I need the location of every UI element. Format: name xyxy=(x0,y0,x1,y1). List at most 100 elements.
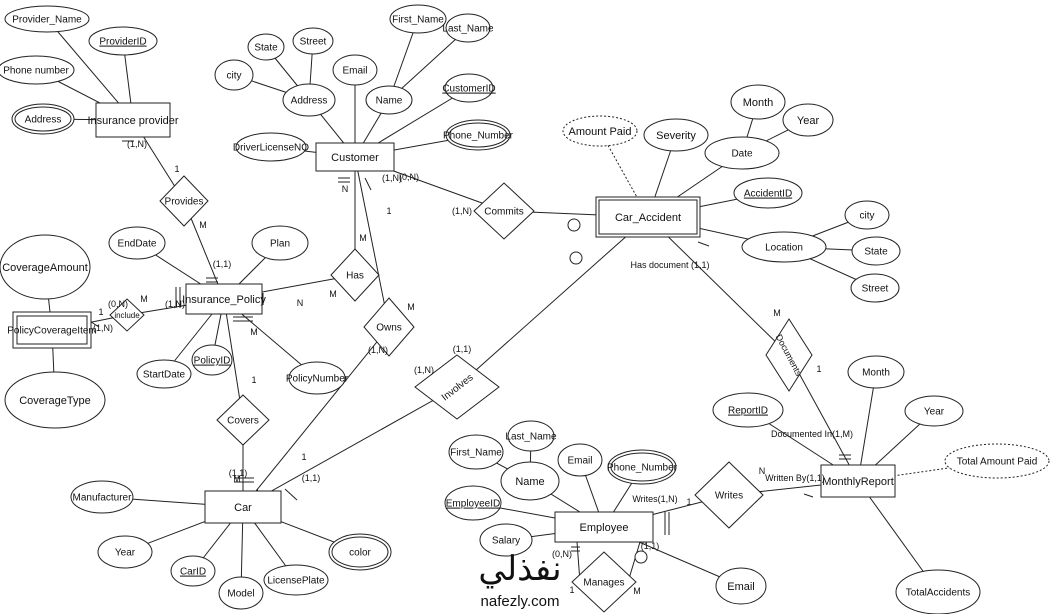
attribute-provider-name: Provider_Name xyxy=(4,5,90,33)
entity-policy-coverage-item-label: PolicyCoverageItem xyxy=(7,326,96,337)
connector-line xyxy=(647,216,790,356)
attribute-state-loc: State xyxy=(851,236,901,266)
cardinality-label: M xyxy=(329,289,337,299)
attribute-phone-number-emp: Phone_Number xyxy=(607,449,678,485)
attribute-month-rep: Month xyxy=(847,355,905,389)
attribute-driver-license: DriverLicenseNO xyxy=(233,132,309,162)
entity-policy-coverage-item: PolicyCoverageItem xyxy=(7,311,97,349)
attribute-model-label: Model xyxy=(227,589,254,600)
attribute-license-plate-label: LicensePlate xyxy=(267,576,325,587)
entity-insurance-policy-label: Insurance_Policy xyxy=(182,294,266,306)
attribute-city-cust-label: city xyxy=(227,71,242,82)
crow-foot-tick xyxy=(284,488,298,501)
attribute-end-date-label: EndDate xyxy=(118,239,157,250)
relationship-commits-label: Commits xyxy=(484,207,523,218)
relationship-has: Has xyxy=(330,248,380,302)
attribute-customer-id: CustomerID xyxy=(442,73,496,103)
cardinality-label: 1 xyxy=(251,375,256,385)
attribute-coverage-type-label: CoverageType xyxy=(19,395,91,407)
cardinality-labels: (1,N)1M(1,1)(1,N)(0,N)1M(1,N)N(1,N)MNM(1… xyxy=(93,139,853,596)
attribute-email-cust-label: Email xyxy=(342,66,367,77)
attribute-last-name-label: Last_Name xyxy=(442,24,494,35)
attribute-customer-id-label: CustomerID xyxy=(442,84,495,95)
attribute-name-cust-label: Name xyxy=(376,96,403,107)
attribute-provider-id: ProviderID xyxy=(88,26,158,56)
attribute-employee-id-label: EmployeeID xyxy=(446,499,500,510)
cardinality-label: 1 xyxy=(569,585,574,595)
attribute-amount-paid: Amount Paid xyxy=(562,115,638,147)
cardinality-label: M xyxy=(359,233,367,243)
attribute-license-plate: LicensePlate xyxy=(263,564,329,596)
attribute-address-prov-label: Address xyxy=(25,115,62,126)
entity-monthly-report: MonthlyReport xyxy=(820,464,896,498)
attribute-phone-number-cust: Phone_Number xyxy=(443,119,514,151)
attribute-year-acc: Year xyxy=(782,103,834,137)
cardinality-label: 1 xyxy=(174,164,179,174)
cardinality-label: 1 xyxy=(301,452,306,462)
entity-car-label: Car xyxy=(234,502,252,514)
attribute-city-cust: city xyxy=(214,59,254,91)
attribute-last-name-emp-label: Last_Name xyxy=(505,432,557,443)
attribute-date: Date xyxy=(704,136,780,170)
cardinality-label: M xyxy=(233,474,241,484)
attribute-date-label: Date xyxy=(731,149,753,160)
relationship-has-label: Has xyxy=(346,271,364,282)
attribute-email-emp-label: Email xyxy=(727,581,755,593)
attribute-report-id-label: ReportID xyxy=(728,406,768,417)
attribute-policy-id: PolicyID xyxy=(191,344,233,376)
attribute-city-loc-label: city xyxy=(860,211,875,222)
attribute-address-cust-label: Address xyxy=(291,96,328,107)
attribute-plan: Plan xyxy=(251,225,309,261)
connector-line xyxy=(354,156,390,328)
cardinality-label: 1 xyxy=(686,497,691,507)
cardinality-label: M xyxy=(773,308,781,318)
attribute-coverage-type: CoverageType xyxy=(4,371,106,429)
attribute-salary: Salary xyxy=(479,523,533,557)
attribute-end-date: EndDate xyxy=(108,226,166,260)
attribute-address-cust: Address xyxy=(282,83,336,117)
cardinality-label: N xyxy=(342,184,349,194)
cardinality-label: M xyxy=(407,302,415,312)
attribute-city-loc: city xyxy=(844,200,890,230)
cardinality-label: (0,N) xyxy=(552,549,572,559)
crow-foot-tick xyxy=(697,241,710,247)
relationship-manages-label: Manages xyxy=(583,578,624,589)
attribute-provider-name-label: Provider_Name xyxy=(12,15,82,26)
cardinality-label: (1,N) xyxy=(93,323,113,333)
relationship-manages: Manages xyxy=(571,551,637,613)
cardinality-label: (0,N) xyxy=(108,299,128,309)
attribute-start-date: StartDate xyxy=(136,359,192,389)
attribute-name-emp-label: Name xyxy=(515,476,544,488)
watermark-url: nafezly.com xyxy=(481,593,560,610)
attribute-phone-number-emp-label: Phone_Number xyxy=(607,463,678,474)
crow-foot-tick xyxy=(364,177,372,191)
attribute-total-amount-paid-label: Total Amount Paid xyxy=(957,457,1038,468)
entity-car-accident-label: Car_Accident xyxy=(615,212,681,224)
connector-line xyxy=(857,371,877,482)
attribute-severity-label: Severity xyxy=(656,130,696,142)
attribute-year-car: Year xyxy=(97,535,153,569)
attribute-phone-number-cust-label: Phone_Number xyxy=(443,131,514,142)
attribute-provider-id-label: ProviderID xyxy=(99,37,146,48)
attribute-first-name-label: First_Name xyxy=(392,15,444,26)
watermark-script: نفذلي xyxy=(478,550,561,588)
attribute-car-id-label: CarID xyxy=(180,567,206,578)
cardinality-label: (1,N) xyxy=(165,299,185,309)
attribute-street-loc-label: Street xyxy=(862,284,889,295)
attribute-month-acc-label: Month xyxy=(743,97,774,109)
attribute-color-label: color xyxy=(349,548,371,559)
entity-employee: Employee xyxy=(554,511,654,543)
attribute-street-loc: Street xyxy=(850,273,900,303)
cardinality-label: 1 xyxy=(386,206,391,216)
attribute-first-name: First_Name xyxy=(389,4,447,34)
relationship-provides-label: Provides xyxy=(165,197,204,208)
watermark: نفذلي nafezly.com xyxy=(478,550,561,610)
cardinality-label: Written By(1,1) xyxy=(765,473,825,483)
connector-line xyxy=(788,354,859,482)
attribute-name-cust: Name xyxy=(365,85,413,115)
connector-line xyxy=(242,386,458,508)
attribute-total-amount-paid: Total Amount Paid xyxy=(944,443,1050,479)
entity-employee-label: Employee xyxy=(580,522,629,534)
relationship-writes: Writes xyxy=(694,461,764,529)
